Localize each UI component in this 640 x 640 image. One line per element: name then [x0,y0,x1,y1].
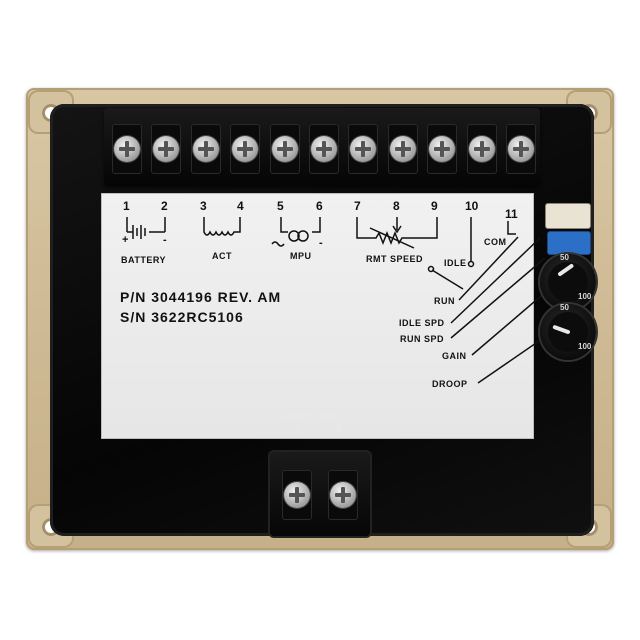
screw-icon[interactable] [153,136,180,162]
screw-icon[interactable] [350,136,377,162]
terminal-number-5: 5 [277,199,284,213]
pot-scale-max: 100 [578,342,592,351]
terminal-number-6: 6 [316,199,323,213]
terminal-7[interactable] [348,124,379,174]
screw-icon[interactable] [429,136,456,162]
terminal-6[interactable] [308,124,339,174]
mpu-label: MPU [290,251,312,261]
terminal-damping-a[interactable] [282,470,312,520]
cream-trimmer[interactable] [546,204,590,228]
screw-icon[interactable] [507,136,534,162]
svg-text:+: + [122,234,128,246]
pot-scale-mid: 50 [560,253,569,262]
com-label: COM [484,237,507,247]
terminal-number-4: 4 [237,199,244,213]
terminal-2[interactable] [151,124,182,174]
terminal-8[interactable] [387,124,418,174]
run-leader-line [458,236,519,301]
run-speed-label: RUN SPD [400,334,445,344]
droop-label: DROOP [432,379,468,389]
idle-speed-label: IDLE SPD [399,318,445,328]
terminal-number-10: 10 [465,199,479,213]
terminal-row-damping [282,470,358,522]
terminal-1[interactable] [112,124,142,174]
damping-title: DAMPING [283,410,336,420]
terminal-number-11: 11 [505,207,518,221]
terminal-damping-b[interactable] [328,470,358,520]
terminal-row-top [112,124,536,176]
gain-pot[interactable]: 50 100 [540,303,596,360]
damping-a-label: A [294,424,302,434]
pot-scale-max: 100 [578,292,592,301]
wiring-label [101,193,534,439]
remote-speed-symbol [356,217,438,246]
terminal-4[interactable] [230,124,261,174]
screw-icon[interactable] [271,136,298,162]
terminal-11[interactable] [505,124,536,174]
pot-scale-mid: 50 [560,303,569,312]
actuator-coil-symbol [203,217,241,236]
terminal-10[interactable] [466,124,497,174]
blue-trimmer[interactable] [548,232,590,254]
mpu-symbol [280,217,321,233]
screw-icon[interactable] [468,136,495,162]
screw-icon[interactable] [192,136,219,162]
terminal-number-7: 7 [354,199,361,213]
screw-icon[interactable] [114,136,140,162]
terminal-number-9: 9 [431,199,438,213]
terminal-number-2: 2 [161,199,168,213]
serial-number: S/N 3622RC5106 [120,309,244,325]
battery-symbol [126,217,166,239]
screw-icon[interactable] [232,136,259,162]
terminal-number-1: 1 [123,199,130,213]
svg-text:-: - [163,234,167,246]
terminal-3[interactable] [190,124,221,174]
idle-speed-pot[interactable]: 50 100 [540,253,596,310]
gain-label: GAIN [442,351,467,361]
terminal-number-8: 8 [393,199,400,213]
screw-icon[interactable] [310,136,337,162]
terminal-5[interactable] [269,124,300,174]
actuator-label: ACT [212,251,232,261]
run-label: RUN [434,296,455,306]
terminal-9[interactable] [427,124,458,174]
idle-label: IDLE [444,258,467,268]
terminal-number-3: 3 [200,199,207,213]
battery-label: BATTERY [121,255,166,265]
screw-icon[interactable] [284,482,310,508]
part-number: P/N 3044196 REV. AM [120,289,282,305]
svg-text:-: - [319,237,323,249]
remote-speed-label: RMT SPEED [366,254,424,264]
damping-b-label: B [335,424,343,434]
screw-icon[interactable] [330,482,356,508]
screw-icon[interactable] [389,136,416,162]
